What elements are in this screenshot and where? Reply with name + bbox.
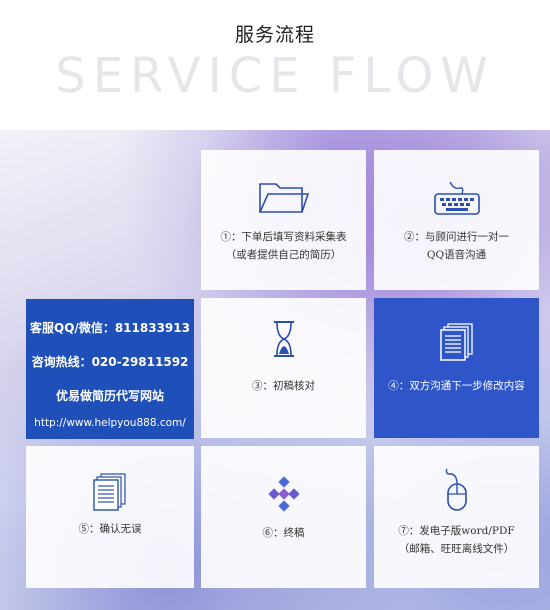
step-label-2: ②：与顾问进行一对一 bbox=[404, 231, 509, 243]
mouse-icon bbox=[374, 468, 539, 512]
step-label-7: ⑦：发电子版word/PDF bbox=[398, 525, 515, 537]
contact-qq: 客服QQ/微信：811833913 bbox=[30, 321, 190, 335]
step-sublabel-7: （邮箱、旺旺离线文件） bbox=[398, 543, 515, 555]
step-card-5: ⑤：确认无误 bbox=[26, 446, 194, 588]
page-title: 服务流程 bbox=[234, 24, 315, 46]
folder-icon bbox=[201, 178, 366, 214]
step-sublabel-1: （或者提供自己的简历） bbox=[225, 249, 342, 261]
step-label-4: ④：双方沟通下一步修改内容 bbox=[388, 380, 525, 392]
step-sublabel-2: QQ语音沟通 bbox=[426, 249, 487, 261]
step-card-7: ⑦：发电子版word/PDF （邮箱、旺旺离线文件） bbox=[374, 446, 539, 588]
contact-phone: 咨询热线：020-29811592 bbox=[31, 355, 189, 369]
header: 服务流程 SERVICE FLOW bbox=[0, 0, 550, 130]
step-label-1: ①：下单后填写资料采集表 bbox=[220, 231, 347, 243]
step-card-1: ①：下单后填写资料采集表 （或者提供自己的简历） bbox=[201, 150, 366, 290]
step-label-6: ⑥：终稿 bbox=[262, 527, 305, 539]
contact-promo-box: 客服QQ/微信：811833913 咨询热线：020-29811592 优易做简… bbox=[26, 299, 194, 439]
keyboard-icon bbox=[374, 180, 539, 216]
hourglass-icon bbox=[201, 320, 366, 358]
documents-icon bbox=[374, 322, 539, 362]
step-card-4: ④：双方沟通下一步修改内容 bbox=[374, 298, 539, 438]
site-url-link[interactable]: http://www.helpyou888.com/ bbox=[34, 417, 186, 429]
documents-icon bbox=[26, 472, 194, 512]
step-card-3: ③：初稿核对 bbox=[201, 298, 366, 438]
site-name: 优易做简历代写网站 bbox=[55, 389, 164, 403]
step-card-6: ⑥：终稿 bbox=[201, 446, 366, 588]
step-label-5: ⑤：确认无误 bbox=[78, 523, 142, 535]
diamond-pattern-icon bbox=[201, 476, 366, 512]
step-label-3: ③：初稿核对 bbox=[252, 380, 315, 392]
page-subtitle: SERVICE FLOW bbox=[55, 48, 495, 104]
step-card-2: ②：与顾问进行一对一 QQ语音沟通 bbox=[374, 150, 539, 290]
